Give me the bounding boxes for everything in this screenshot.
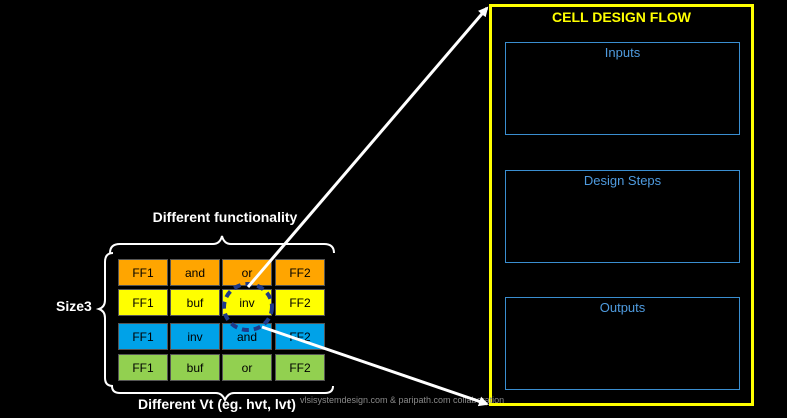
cell-r3-c2: inv — [170, 323, 220, 350]
inputs-label: Inputs — [604, 45, 641, 60]
cell-r2-c4: FF2 — [275, 289, 325, 316]
cell-r3-c1: FF1 — [118, 323, 168, 350]
cell-r1-c1: FF1 — [118, 259, 168, 286]
side-label: Size3 — [56, 298, 92, 314]
cell-r4-c2: buf — [170, 354, 220, 381]
cell-r2-c2: buf — [170, 289, 220, 316]
bottom-label: Different Vt (eg. hvt, lvt) — [138, 396, 296, 412]
panel-title: CELL DESIGN FLOW — [552, 9, 691, 25]
outputs-box: Outputs — [505, 297, 740, 390]
top-brace — [109, 235, 335, 254]
cell-r4-c1: FF1 — [118, 354, 168, 381]
design-steps-label: Design Steps — [583, 173, 662, 188]
watermark: vlsisystemdesign.com & paripath.com coll… — [300, 395, 505, 405]
cell-r1-c3: or — [222, 259, 272, 286]
cell-r3-c4: FF2 — [275, 323, 325, 350]
arrow-to-panel-bottom — [261, 325, 489, 407]
top-label: Different functionality — [152, 209, 298, 225]
cell-design-flow-panel — [489, 4, 754, 406]
highlight-ellipse — [222, 282, 274, 332]
left-brace — [95, 252, 114, 387]
design-steps-box: Design Steps — [505, 170, 740, 263]
cell-r1-c4: FF2 — [275, 259, 325, 286]
bottom-brace — [111, 385, 334, 403]
cell-r2-c1: FF1 — [118, 289, 168, 316]
cell-r4-c3: or — [222, 354, 272, 381]
arrow-to-panel-top — [246, 6, 489, 288]
inputs-box: Inputs — [505, 42, 740, 135]
outputs-label: Outputs — [599, 300, 646, 315]
cell-r4-c4: FF2 — [275, 354, 325, 381]
cell-r1-c2: and — [170, 259, 220, 286]
